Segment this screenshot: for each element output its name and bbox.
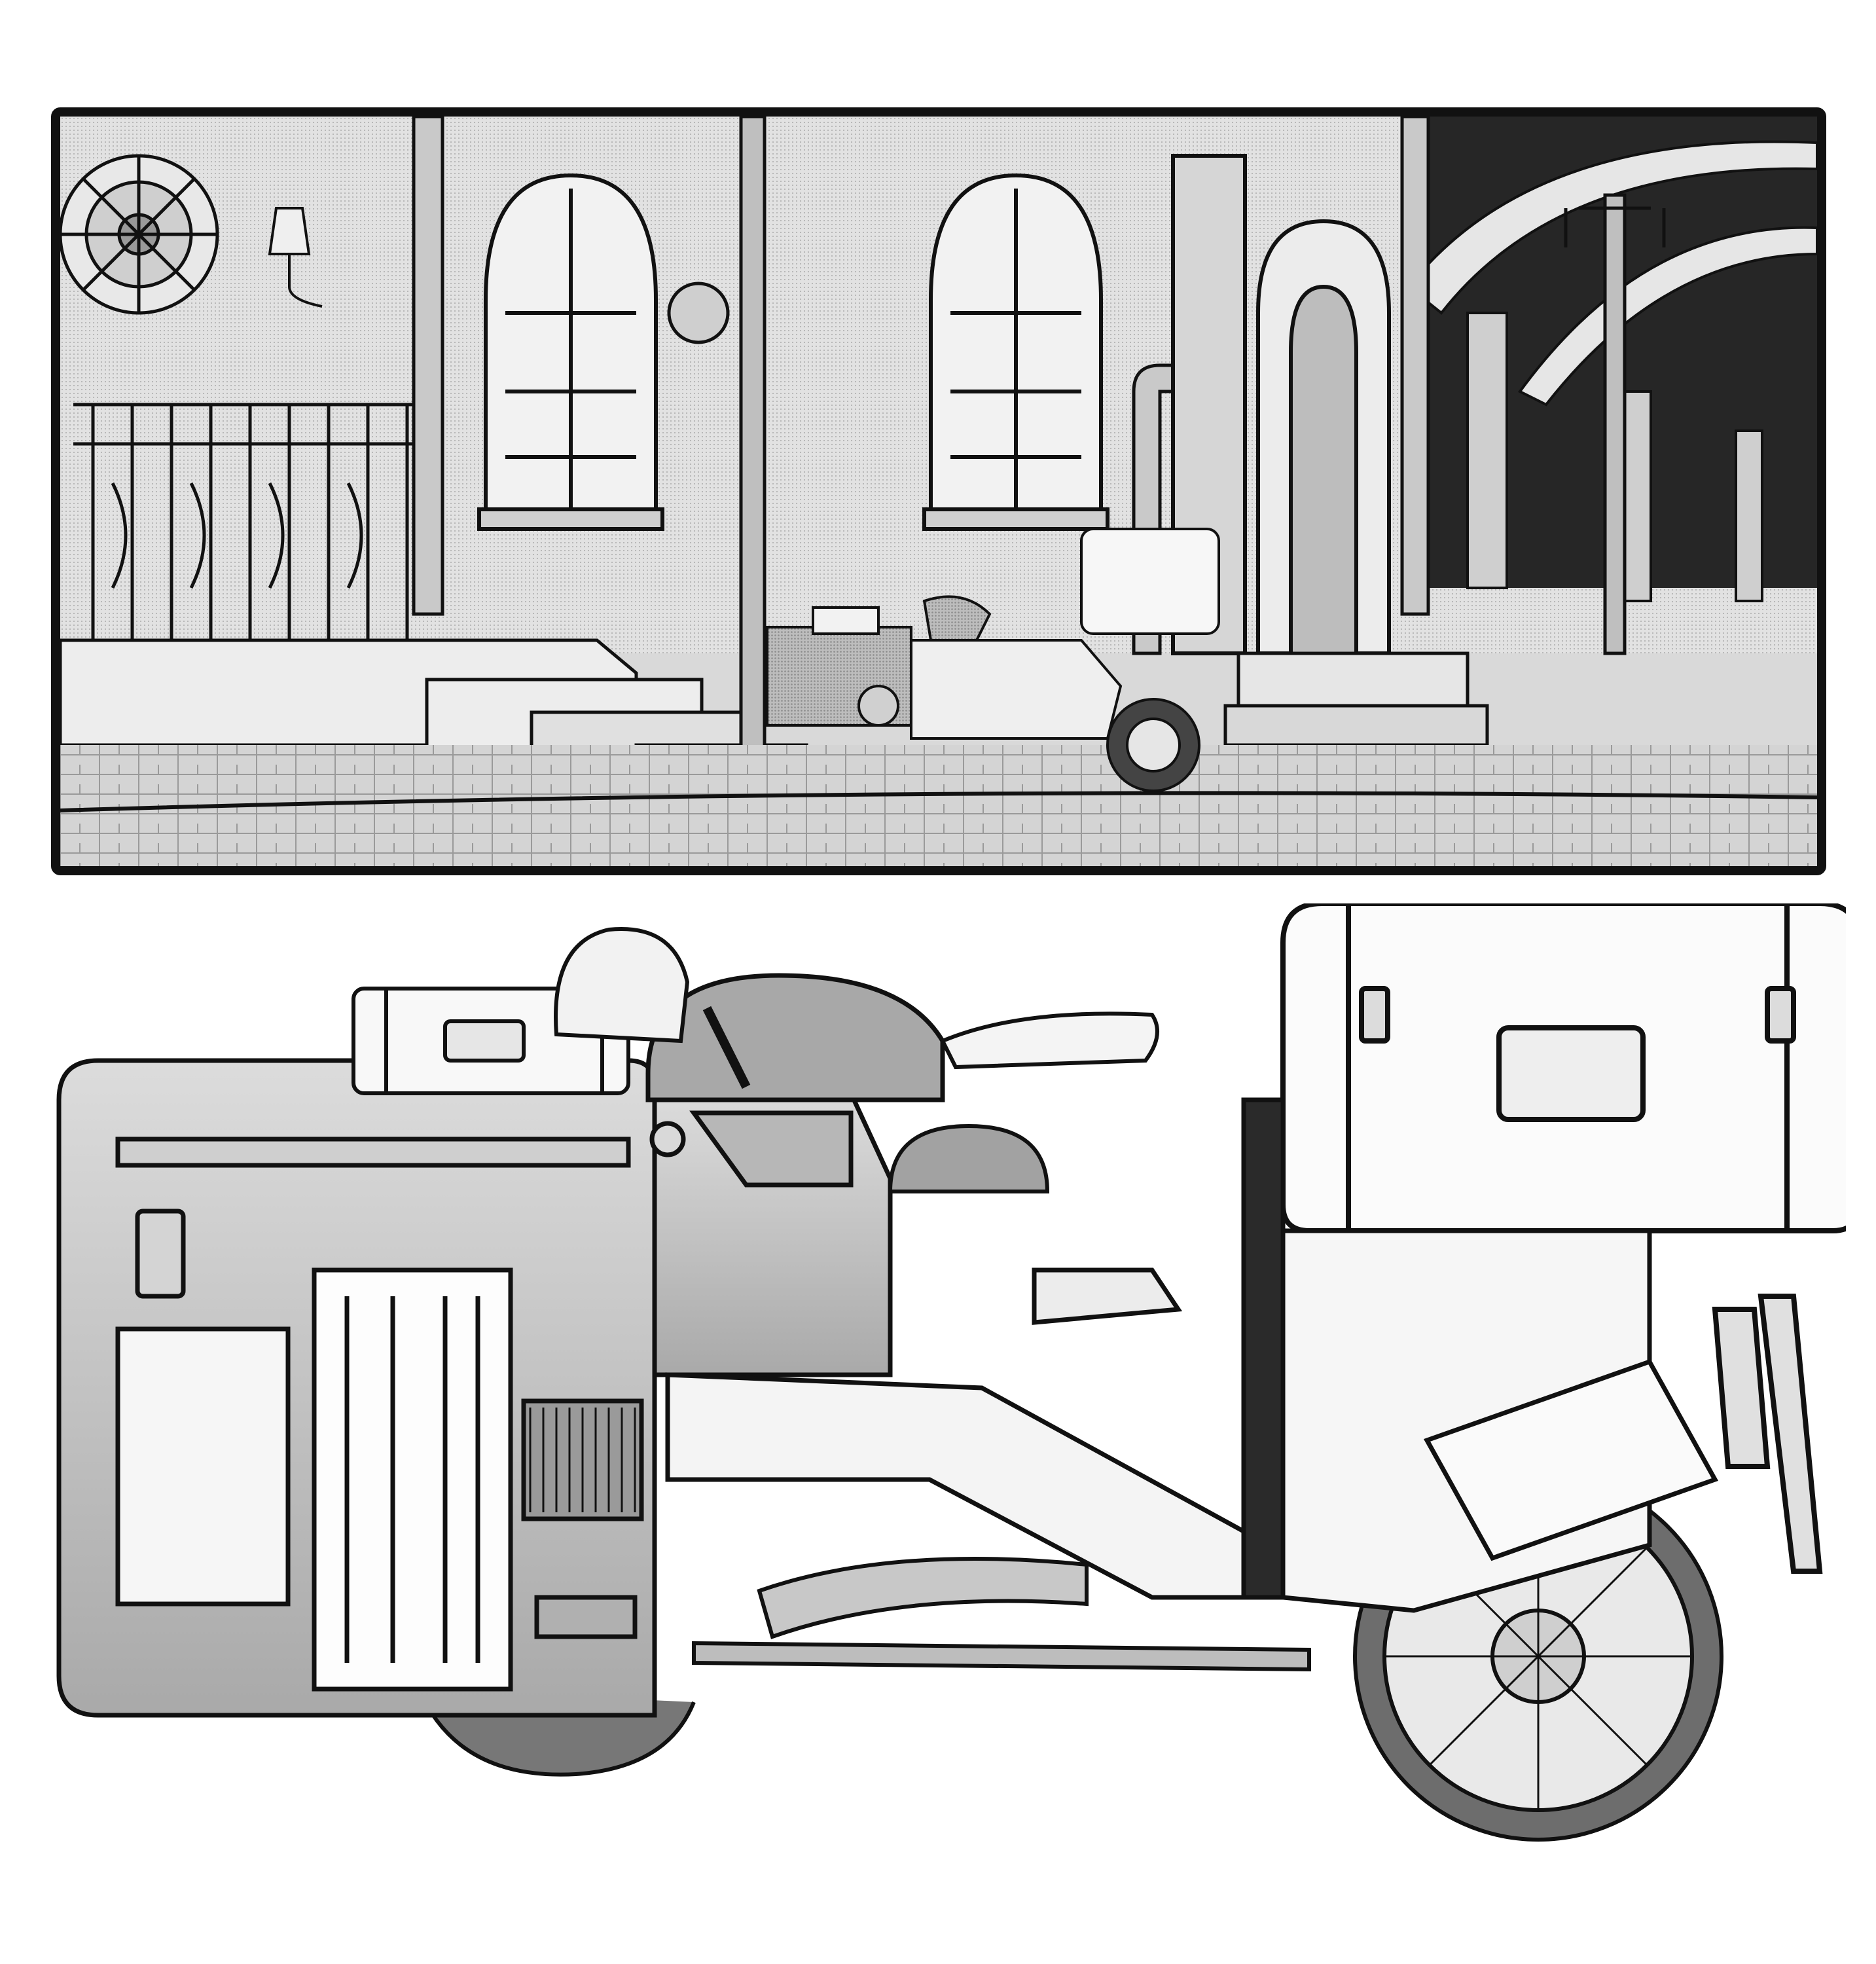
fuel-tank-icon: [645, 973, 945, 1102]
kickstand-icon: [1712, 1294, 1823, 1574]
wall-lantern-icon: [268, 207, 323, 308]
chassis: [649, 1091, 893, 1377]
cargo-box-icon: [1280, 903, 1846, 1233]
iron-fence-icon: [73, 403, 427, 642]
helmet-icon: [554, 927, 690, 1044]
motorcycle-side-view: [39, 903, 1846, 1925]
headlight-icon: [888, 1123, 1050, 1193]
rear-panel: [1241, 1097, 1719, 1613]
seat-icon: [939, 1011, 1159, 1070]
stone-steps-icon: [1223, 651, 1489, 747]
wall-plaque: [667, 282, 730, 344]
engine-block-icon: [56, 1058, 657, 1718]
frame-arm: [665, 1267, 1259, 1600]
street-scene-panel: [51, 107, 1826, 875]
arched-window-icon: [477, 173, 664, 531]
parked-motorcycle-icon: [766, 528, 1220, 792]
exhaust-hose-icon: [692, 1557, 1311, 1672]
gear-ornament-icon: [60, 154, 219, 315]
pavement: [60, 745, 1817, 866]
arched-window-icon: [922, 173, 1109, 531]
